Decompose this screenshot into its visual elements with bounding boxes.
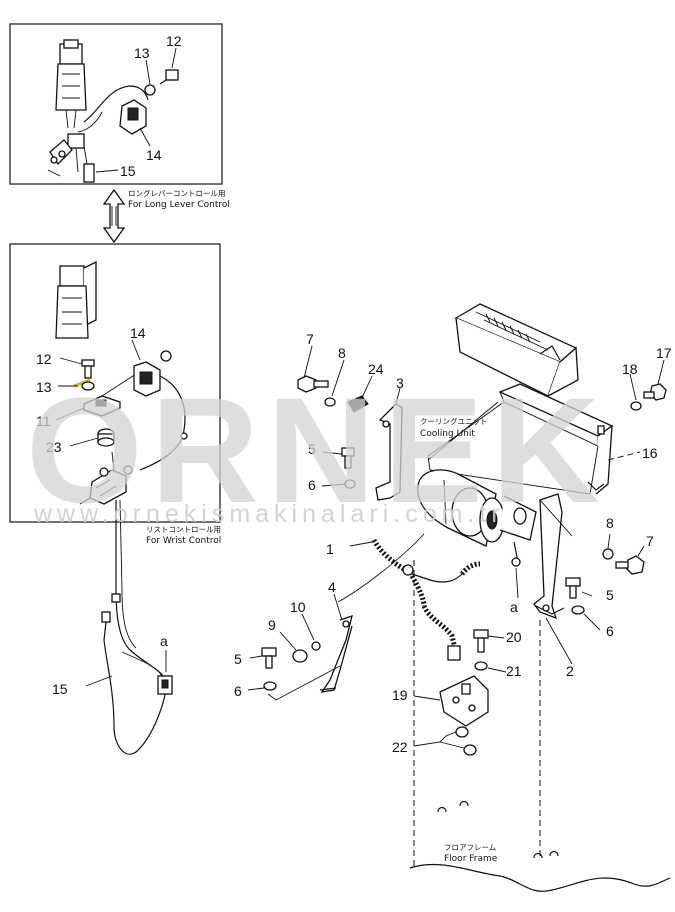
bolt-5-upper	[341, 447, 355, 469]
leader-lines	[247, 345, 665, 749]
callout-a-lower: a	[160, 633, 168, 649]
washer-18	[630, 401, 642, 411]
nuts-22	[455, 726, 477, 756]
callout-22: 22	[392, 739, 408, 755]
cooling-unit	[427, 383, 614, 495]
callout-21: 21	[506, 663, 522, 679]
controller-unit	[454, 303, 579, 397]
callout-4: 4	[328, 579, 336, 595]
callout-17: 17	[656, 345, 672, 361]
bolt-17	[643, 383, 667, 401]
callout-a-main: a	[510, 599, 518, 615]
washer-8-lower	[602, 548, 614, 560]
connector-a-lower	[157, 675, 173, 695]
callout-13-top: 13	[134, 45, 150, 61]
callout-14-wrist: 14	[130, 325, 146, 341]
callout-6-right: 6	[606, 623, 614, 639]
callout-8-upper: 8	[338, 345, 346, 361]
washer-21	[474, 661, 488, 671]
stay-2	[533, 493, 565, 620]
wrist-caption-en: For Wrist Control	[146, 536, 221, 546]
switch-assembly-wrist	[55, 260, 97, 339]
fan-motor-1	[417, 469, 537, 547]
long-lever-control-box: 13 12 14 15	[9, 23, 223, 185]
bolt-7-lower	[615, 555, 645, 575]
callout-15-top: 15	[120, 163, 136, 179]
cooling-unit-caption-jp: クーリングユニット	[420, 416, 488, 426]
harness-15-lower	[85, 499, 173, 755]
callout-2: 2	[566, 663, 574, 679]
callout-20: 20	[506, 629, 522, 645]
callout-11-wrist: 11	[36, 413, 51, 429]
callout-7-lower: 7	[646, 533, 654, 549]
washer-8-upper	[324, 397, 336, 407]
washer-13-top	[144, 84, 156, 96]
bolt-7-upper	[297, 375, 329, 393]
watermark-brand: ORNEK	[26, 366, 608, 534]
grommet-23	[97, 428, 115, 447]
interchange-arrow-icon	[102, 188, 126, 244]
connector-bundle-wrist	[79, 451, 133, 505]
callout-12-wrist: 12	[36, 351, 52, 367]
callout-7-upper: 7	[306, 331, 314, 347]
callout-5-left: 5	[234, 651, 242, 667]
nut-9	[292, 649, 308, 663]
cooling-unit-caption-en: Cooling Unit	[420, 429, 475, 439]
bolt-12-wrist	[81, 359, 95, 379]
stay-4	[319, 615, 353, 693]
callout-5-upper: 5	[308, 441, 316, 457]
callout-6-left: 6	[234, 683, 242, 699]
callout-23-wrist: 23	[46, 439, 62, 455]
floor-frame-contour	[409, 863, 671, 892]
washer-6-left	[263, 681, 277, 691]
long-lever-caption-en: For Long Lever Control	[128, 200, 230, 210]
bolt-5-right	[565, 577, 581, 599]
callout-24: 24	[368, 361, 384, 377]
callout-18: 18	[622, 361, 638, 377]
wrist-control-box: 14 12 13 11 23	[9, 243, 221, 523]
long-lever-caption-jp: ロングレバーコントロール用	[128, 188, 226, 198]
callout-16: 16	[642, 445, 658, 461]
wrist-caption-jp: リストコントロール用	[146, 525, 221, 534]
callout-1: 1	[326, 541, 334, 557]
bracket-14-wrist	[133, 350, 172, 397]
callout-8-lower: 8	[606, 515, 614, 531]
washer-10	[311, 641, 321, 651]
connector-a-main	[511, 541, 521, 567]
callout-5-right: 5	[606, 587, 614, 603]
watermark-url: www.ornekismakinalari.com.tr	[33, 500, 505, 528]
bracket-14-top	[119, 99, 147, 135]
callout-13-wrist: 13	[36, 379, 52, 395]
connector-bundle-top	[47, 133, 95, 183]
clip-24	[347, 395, 369, 413]
hose-1	[371, 538, 481, 661]
callout-9: 9	[268, 617, 276, 633]
floor-frame-caption-en: Floor Frame	[444, 854, 498, 864]
callout-14-top: 14	[146, 147, 162, 163]
bolt-12-top	[159, 69, 179, 85]
washer-13-wrist	[73, 378, 95, 391]
bolt-5-left	[261, 647, 277, 669]
callout-19: 19	[392, 687, 408, 703]
switch-assembly-top	[55, 39, 87, 129]
stay-3	[375, 403, 403, 501]
floor-frame-holes	[437, 800, 559, 859]
callout-10: 10	[290, 599, 306, 615]
callout-3: 3	[396, 375, 404, 391]
floor-frame-caption-jp: フロアフレーム	[444, 843, 496, 852]
bolt-20	[473, 629, 489, 653]
washer-6-right	[571, 605, 585, 615]
callout-15-lower: 15	[52, 681, 68, 697]
bracket-19	[439, 675, 489, 727]
callout-12-top: 12	[166, 33, 182, 49]
callout-6-upper: 6	[308, 477, 316, 493]
